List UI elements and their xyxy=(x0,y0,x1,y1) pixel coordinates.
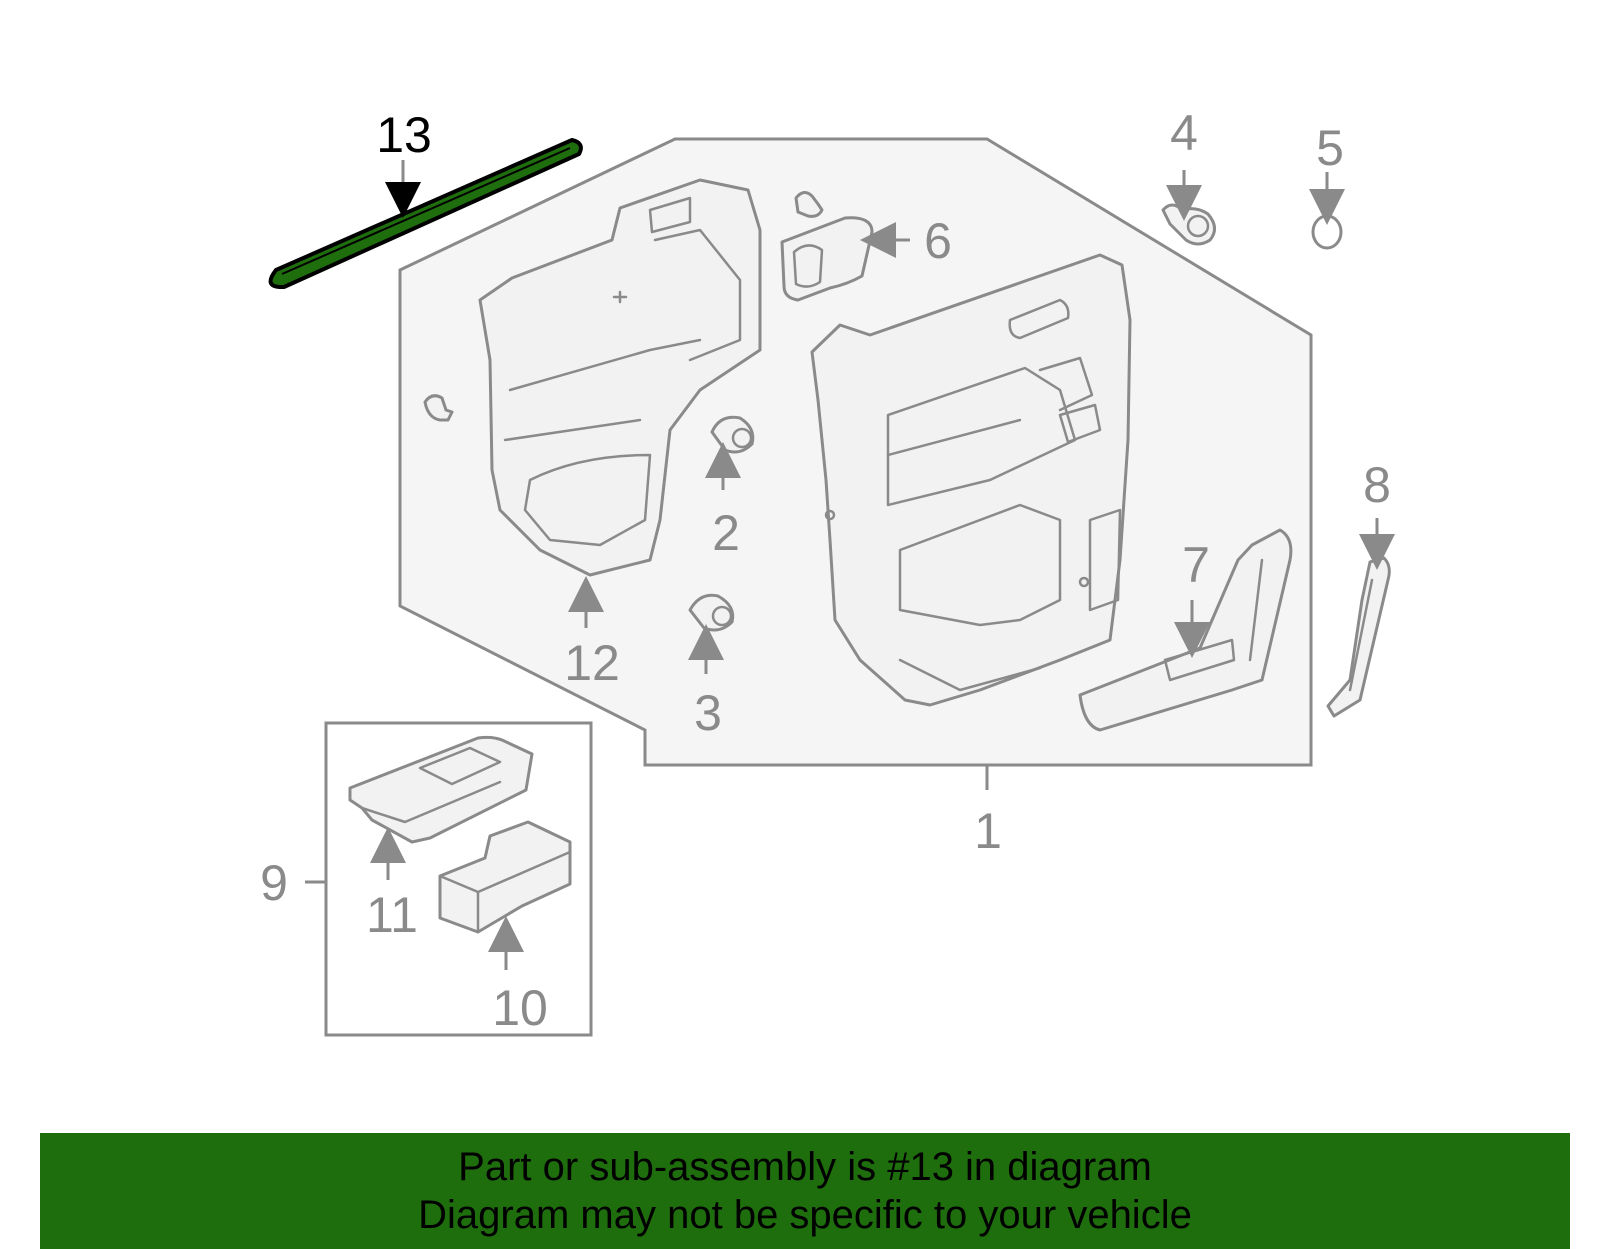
clip-left xyxy=(423,394,454,422)
callout-13: 13 xyxy=(376,107,432,163)
callout-11: 11 xyxy=(366,887,418,943)
part-13-belt-molding[interactable] xyxy=(268,138,583,290)
callout-1: 1 xyxy=(974,803,1002,859)
callout-3: 3 xyxy=(694,685,722,741)
screw-top xyxy=(794,191,824,218)
callout-4: 4 xyxy=(1170,105,1198,161)
part-11-switch-bezel[interactable] xyxy=(348,735,534,844)
part-12-trim-panel[interactable] xyxy=(478,178,762,577)
part-5-plug[interactable] xyxy=(1311,214,1343,250)
callout-9: 9 xyxy=(260,855,288,911)
callout-2: 2 xyxy=(712,505,740,561)
banner-line-2: Diagram may not be specific to your vehi… xyxy=(418,1193,1192,1237)
callout-6: 6 xyxy=(924,213,952,269)
callout-8: 8 xyxy=(1363,457,1391,513)
part-6-handle-bezel[interactable] xyxy=(780,216,874,302)
callout-5: 5 xyxy=(1316,120,1344,176)
part-1-main-trim-panel[interactable] xyxy=(810,253,1132,707)
banner-line-1: Part or sub-assembly is #13 in diagram xyxy=(458,1145,1152,1189)
part-10-switch[interactable] xyxy=(438,820,572,934)
callout-12: 12 xyxy=(564,635,620,691)
callout-10: 10 xyxy=(492,980,548,1036)
callout-7: 7 xyxy=(1182,537,1210,593)
part-4-screw[interactable] xyxy=(1161,203,1216,246)
info-banner: Part or sub-assembly is #13 in diagram D… xyxy=(40,1133,1570,1249)
part-8-trim-strip[interactable] xyxy=(1326,556,1391,718)
